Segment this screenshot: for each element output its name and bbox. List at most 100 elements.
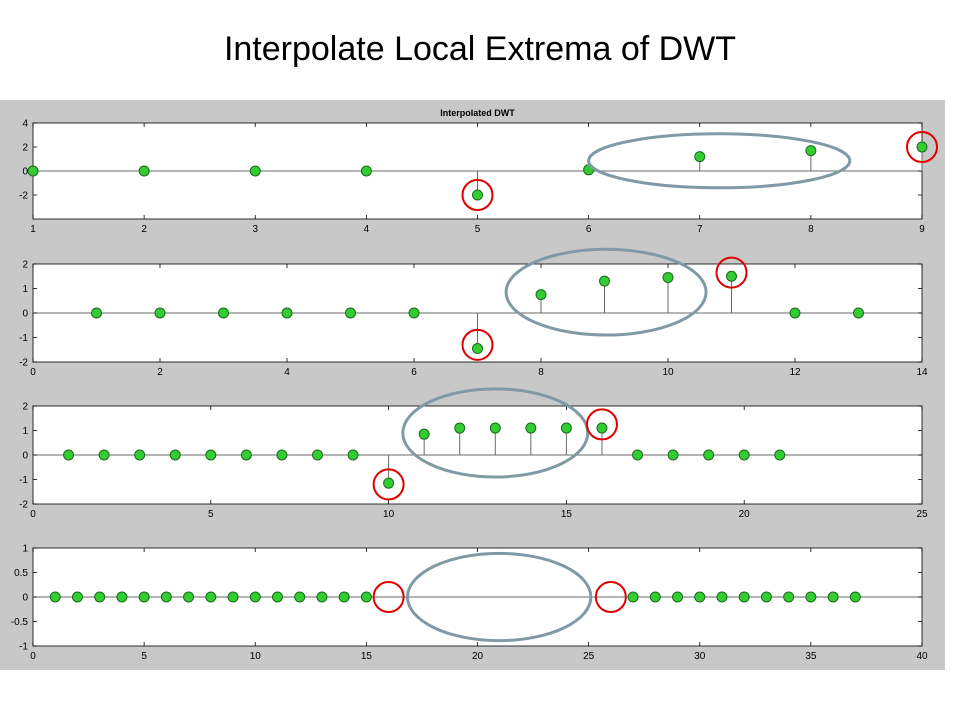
- y-tick-label: 2: [22, 143, 28, 154]
- x-tick-label: 15: [361, 651, 373, 662]
- stem-marker: [694, 151, 706, 163]
- stem-marker: [667, 449, 679, 461]
- highlight-ellipse: [401, 387, 590, 479]
- stem-marker: [138, 591, 150, 603]
- x-tick-label: 0: [30, 509, 36, 520]
- stem-marker: [360, 591, 372, 603]
- stem-marker: [138, 165, 150, 177]
- stem-marker: [94, 591, 106, 603]
- x-tick-label: 20: [472, 651, 484, 662]
- stem-marker: [294, 591, 306, 603]
- x-tick-label: 25: [916, 509, 928, 520]
- stem-marker: [271, 591, 283, 603]
- stem-marker: [347, 449, 359, 461]
- x-tick-label: 12: [789, 367, 801, 378]
- y-tick-label: -1: [19, 475, 28, 486]
- figure-title: Interpolated DWT: [440, 108, 515, 118]
- x-tick-label: 20: [739, 509, 751, 520]
- stem-marker: [672, 591, 684, 603]
- stem-marker: [849, 591, 861, 603]
- stem-marker: [116, 591, 128, 603]
- x-tick-label: 8: [538, 367, 544, 378]
- stem-marker: [738, 449, 750, 461]
- x-tick-label: 2: [141, 224, 147, 235]
- stem-marker: [596, 422, 608, 434]
- stem-marker: [703, 449, 715, 461]
- stem-marker: [134, 449, 146, 461]
- y-tick-label: 4: [22, 119, 28, 130]
- x-tick-label: 4: [284, 367, 290, 378]
- x-tick-label: 15: [561, 509, 573, 520]
- stem-marker: [489, 422, 501, 434]
- x-tick-label: 6: [411, 367, 417, 378]
- stem-marker: [916, 141, 928, 153]
- stem-marker: [169, 449, 181, 461]
- stem-marker: [560, 422, 572, 434]
- x-tick-label: 10: [383, 509, 395, 520]
- highlight-ellipse: [405, 551, 593, 643]
- highlight-ellipse: [587, 132, 852, 190]
- y-tick-label: 2: [22, 402, 28, 413]
- x-tick-label: 30: [694, 651, 706, 662]
- stem-marker: [726, 270, 737, 282]
- y-tick-label: -2: [19, 358, 28, 369]
- x-tick-label: 0: [30, 651, 36, 662]
- y-tick-label: -1: [19, 642, 28, 653]
- y-tick-label: -0.5: [11, 617, 29, 628]
- stem-marker: [311, 449, 323, 461]
- x-tick-label: 35: [805, 651, 817, 662]
- y-tick-label: -1: [19, 333, 28, 344]
- slide-title: Interpolate Local Extrema of DWT: [223, 30, 737, 68]
- stem-marker: [716, 591, 728, 603]
- x-tick-label: 10: [250, 651, 262, 662]
- y-tick-label: -2: [19, 500, 28, 511]
- x-tick-label: 5: [208, 509, 214, 520]
- stem-marker: [338, 591, 350, 603]
- stem-marker: [205, 591, 217, 603]
- y-tick-label: 1: [22, 544, 28, 555]
- y-tick-label: -2: [19, 191, 28, 202]
- stem-marker: [662, 271, 674, 283]
- extremum-circle: [372, 468, 405, 501]
- stem-marker: [454, 422, 466, 434]
- stem-marker: [360, 165, 372, 177]
- stem-marker: [694, 591, 706, 603]
- stem-marker: [205, 449, 217, 461]
- stem-marker: [472, 189, 483, 201]
- extremum-circle: [715, 256, 748, 289]
- x-tick-label: 10: [662, 367, 674, 378]
- stem-marker: [525, 422, 537, 434]
- stem-marker: [160, 591, 172, 603]
- stem-marker: [760, 591, 772, 603]
- stem-marker: [240, 449, 252, 461]
- x-tick-label: 9: [919, 224, 925, 235]
- stem-marker: [627, 591, 639, 603]
- stem-marker: [154, 307, 166, 319]
- x-tick-label: 14: [916, 367, 928, 378]
- y-tick-label: 0: [22, 593, 28, 604]
- x-tick-label: 7: [697, 224, 703, 235]
- x-tick-label: 40: [916, 651, 928, 662]
- x-tick-label: 5: [141, 651, 147, 662]
- stem-marker: [276, 449, 288, 461]
- stem-marker: [383, 477, 395, 489]
- stem-marker: [218, 307, 229, 319]
- extremum-circle: [594, 581, 627, 613]
- stem-marker: [183, 591, 195, 603]
- stem-marker: [316, 591, 328, 603]
- x-tick-label: 8: [808, 224, 814, 235]
- x-tick-label: 5: [475, 224, 481, 235]
- stem-marker: [63, 449, 75, 461]
- stem-marker: [345, 307, 356, 319]
- stem-marker: [91, 307, 102, 319]
- stem-marker: [805, 145, 817, 157]
- extremum-circle: [461, 179, 494, 211]
- stem-marker: [27, 165, 39, 177]
- y-tick-label: 0: [22, 451, 28, 462]
- stem-marker: [227, 591, 239, 603]
- extremum-circle: [372, 581, 405, 613]
